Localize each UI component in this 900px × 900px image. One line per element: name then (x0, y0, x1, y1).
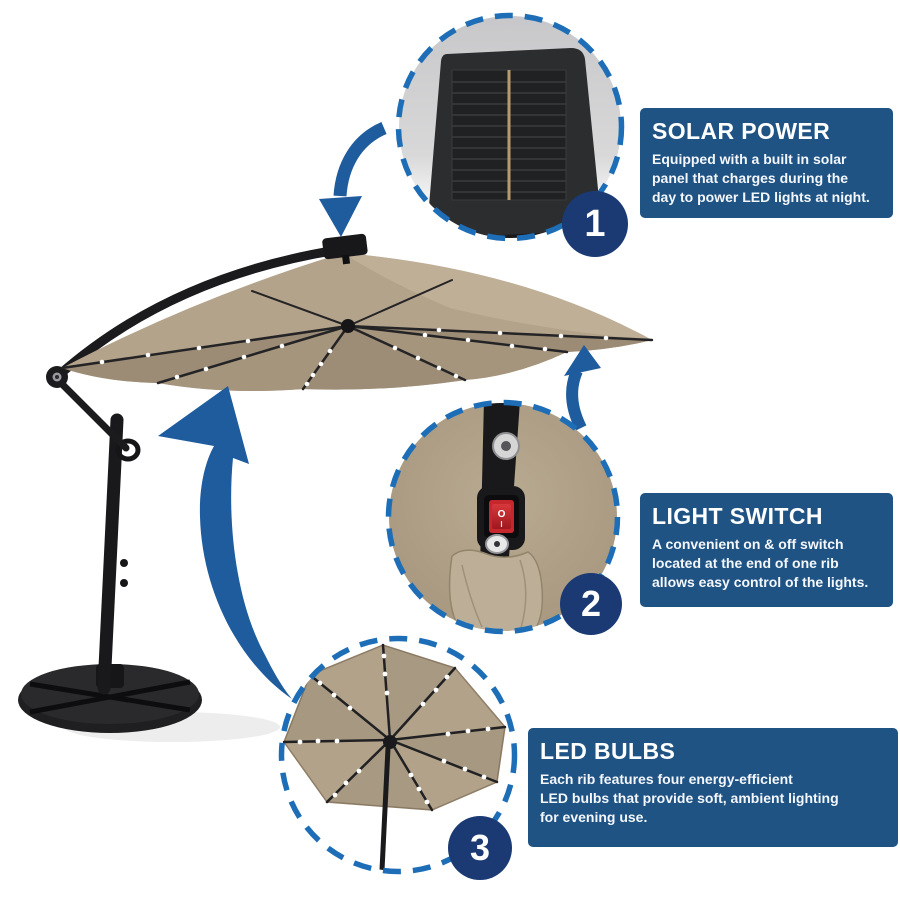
umbrella-canopy (60, 233, 654, 391)
umbrella-pole (97, 413, 124, 695)
step-number-2: 2 (580, 583, 602, 624)
power-rocker-switch: O I (484, 495, 519, 538)
arm-end-cap (46, 366, 68, 388)
led-bulb-dots (297, 653, 491, 805)
solar-panel-device (428, 48, 599, 238)
led-string-lights (99, 327, 609, 387)
step-badge-2: 2 (560, 573, 622, 635)
callout-led-bulbs: LED BULBS Each rib features four energy-… (528, 728, 898, 847)
pole-knob (120, 559, 128, 567)
step-number-3: 3 (469, 827, 491, 868)
arrow-led-to-canopy (158, 386, 292, 699)
dashed-ring-solar (395, 12, 625, 242)
switch-off-label: O (498, 509, 506, 520)
canopy-hub (341, 319, 355, 333)
cantilever-arm (54, 245, 342, 380)
fabric-pocket (448, 549, 544, 631)
step-number-1: 1 (584, 202, 606, 245)
callout-description-solar: Equipped with a built in solar panel tha… (652, 151, 870, 205)
callout-description-led: Each rib features four energy-efficient … (540, 771, 839, 825)
strap-screw-top (492, 432, 520, 460)
strap-screw-bottom (485, 534, 509, 554)
dashed-ring-switch (385, 399, 621, 635)
canopy-underside (282, 643, 507, 871)
callout-title-led: LED BULBS (540, 738, 676, 764)
step-badge-1: 1 (562, 191, 628, 257)
arrow-solar-to-umbrella (319, 122, 387, 237)
pole-knob (120, 579, 128, 587)
step-badge-3: 3 (448, 816, 512, 880)
callout-solar-power: SOLAR POWER Equipped with a built in sol… (640, 108, 893, 218)
dashed-ring-led (278, 635, 518, 875)
crank-handle (115, 438, 141, 462)
callout-light-switch: LIGHT SWITCH A convenient on & off switc… (640, 493, 893, 607)
callout-description-switch: A convenient on & off switch located at … (652, 536, 869, 590)
umbrella-base-weights (18, 664, 202, 733)
switch-on-label: I (500, 520, 502, 529)
support-strut (56, 378, 130, 452)
solar-panel-mount (322, 233, 368, 265)
connector-arrows (158, 122, 601, 699)
callout-title-solar: SOLAR POWER (652, 118, 831, 144)
umbrella-product (18, 233, 654, 742)
arrow-switch-to-rib (564, 345, 601, 431)
callout-title-switch: LIGHT SWITCH (652, 503, 823, 529)
underside-pole (379, 747, 391, 871)
underside-hub (383, 735, 397, 749)
